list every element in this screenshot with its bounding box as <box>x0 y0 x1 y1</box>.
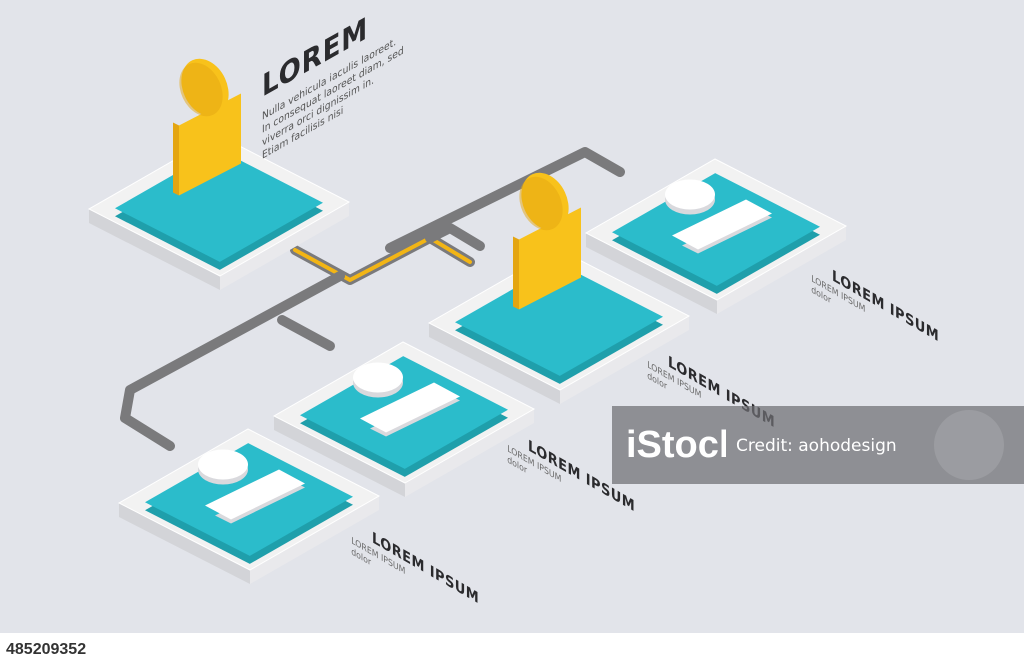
person-body <box>672 199 772 250</box>
node-child <box>272 341 536 497</box>
image-id: 485209352 <box>6 641 87 658</box>
node-child <box>584 158 848 314</box>
platform-side <box>405 409 534 497</box>
watermark-banner: iStock Credit: aohodesign <box>612 406 1024 484</box>
person-head-shade <box>519 176 563 231</box>
person-body-side <box>513 236 519 310</box>
person-body-side <box>173 122 179 196</box>
platform-side <box>274 416 405 497</box>
watermark-text: Credit: aohodesign <box>736 434 897 456</box>
connector-lines <box>120 147 625 451</box>
node-child <box>427 172 691 404</box>
person-body <box>179 93 241 196</box>
connector-line <box>425 223 485 251</box>
platform-side <box>429 323 560 404</box>
platform-side <box>89 209 220 290</box>
platform-side <box>250 496 379 584</box>
istock-logo-icon: iStock <box>626 424 726 466</box>
active-connector-line <box>293 236 472 282</box>
person-head <box>665 179 715 210</box>
platform-side <box>717 226 846 314</box>
platform-side <box>119 503 250 584</box>
person-body <box>519 207 581 310</box>
person-head-shade <box>179 62 223 117</box>
platform-side <box>586 233 717 314</box>
person-head <box>198 449 248 480</box>
person-body <box>205 469 305 520</box>
person-body <box>360 382 460 433</box>
node-layer <box>87 58 848 584</box>
footer-bar: 485209352 <box>0 633 1024 667</box>
platform-side <box>220 202 349 290</box>
tile <box>115 149 323 262</box>
watermark-credit: Credit: aohodesign <box>736 436 897 456</box>
connector-line <box>385 147 625 253</box>
person-head <box>353 362 403 393</box>
node-root <box>87 58 351 290</box>
connector-line <box>277 315 335 351</box>
watermark-circle-icon <box>934 410 1004 480</box>
watermark-brand: iStock <box>626 424 726 466</box>
tile <box>455 263 663 376</box>
connector-line <box>120 271 345 451</box>
node-child <box>117 428 381 584</box>
platform-side <box>560 316 689 404</box>
